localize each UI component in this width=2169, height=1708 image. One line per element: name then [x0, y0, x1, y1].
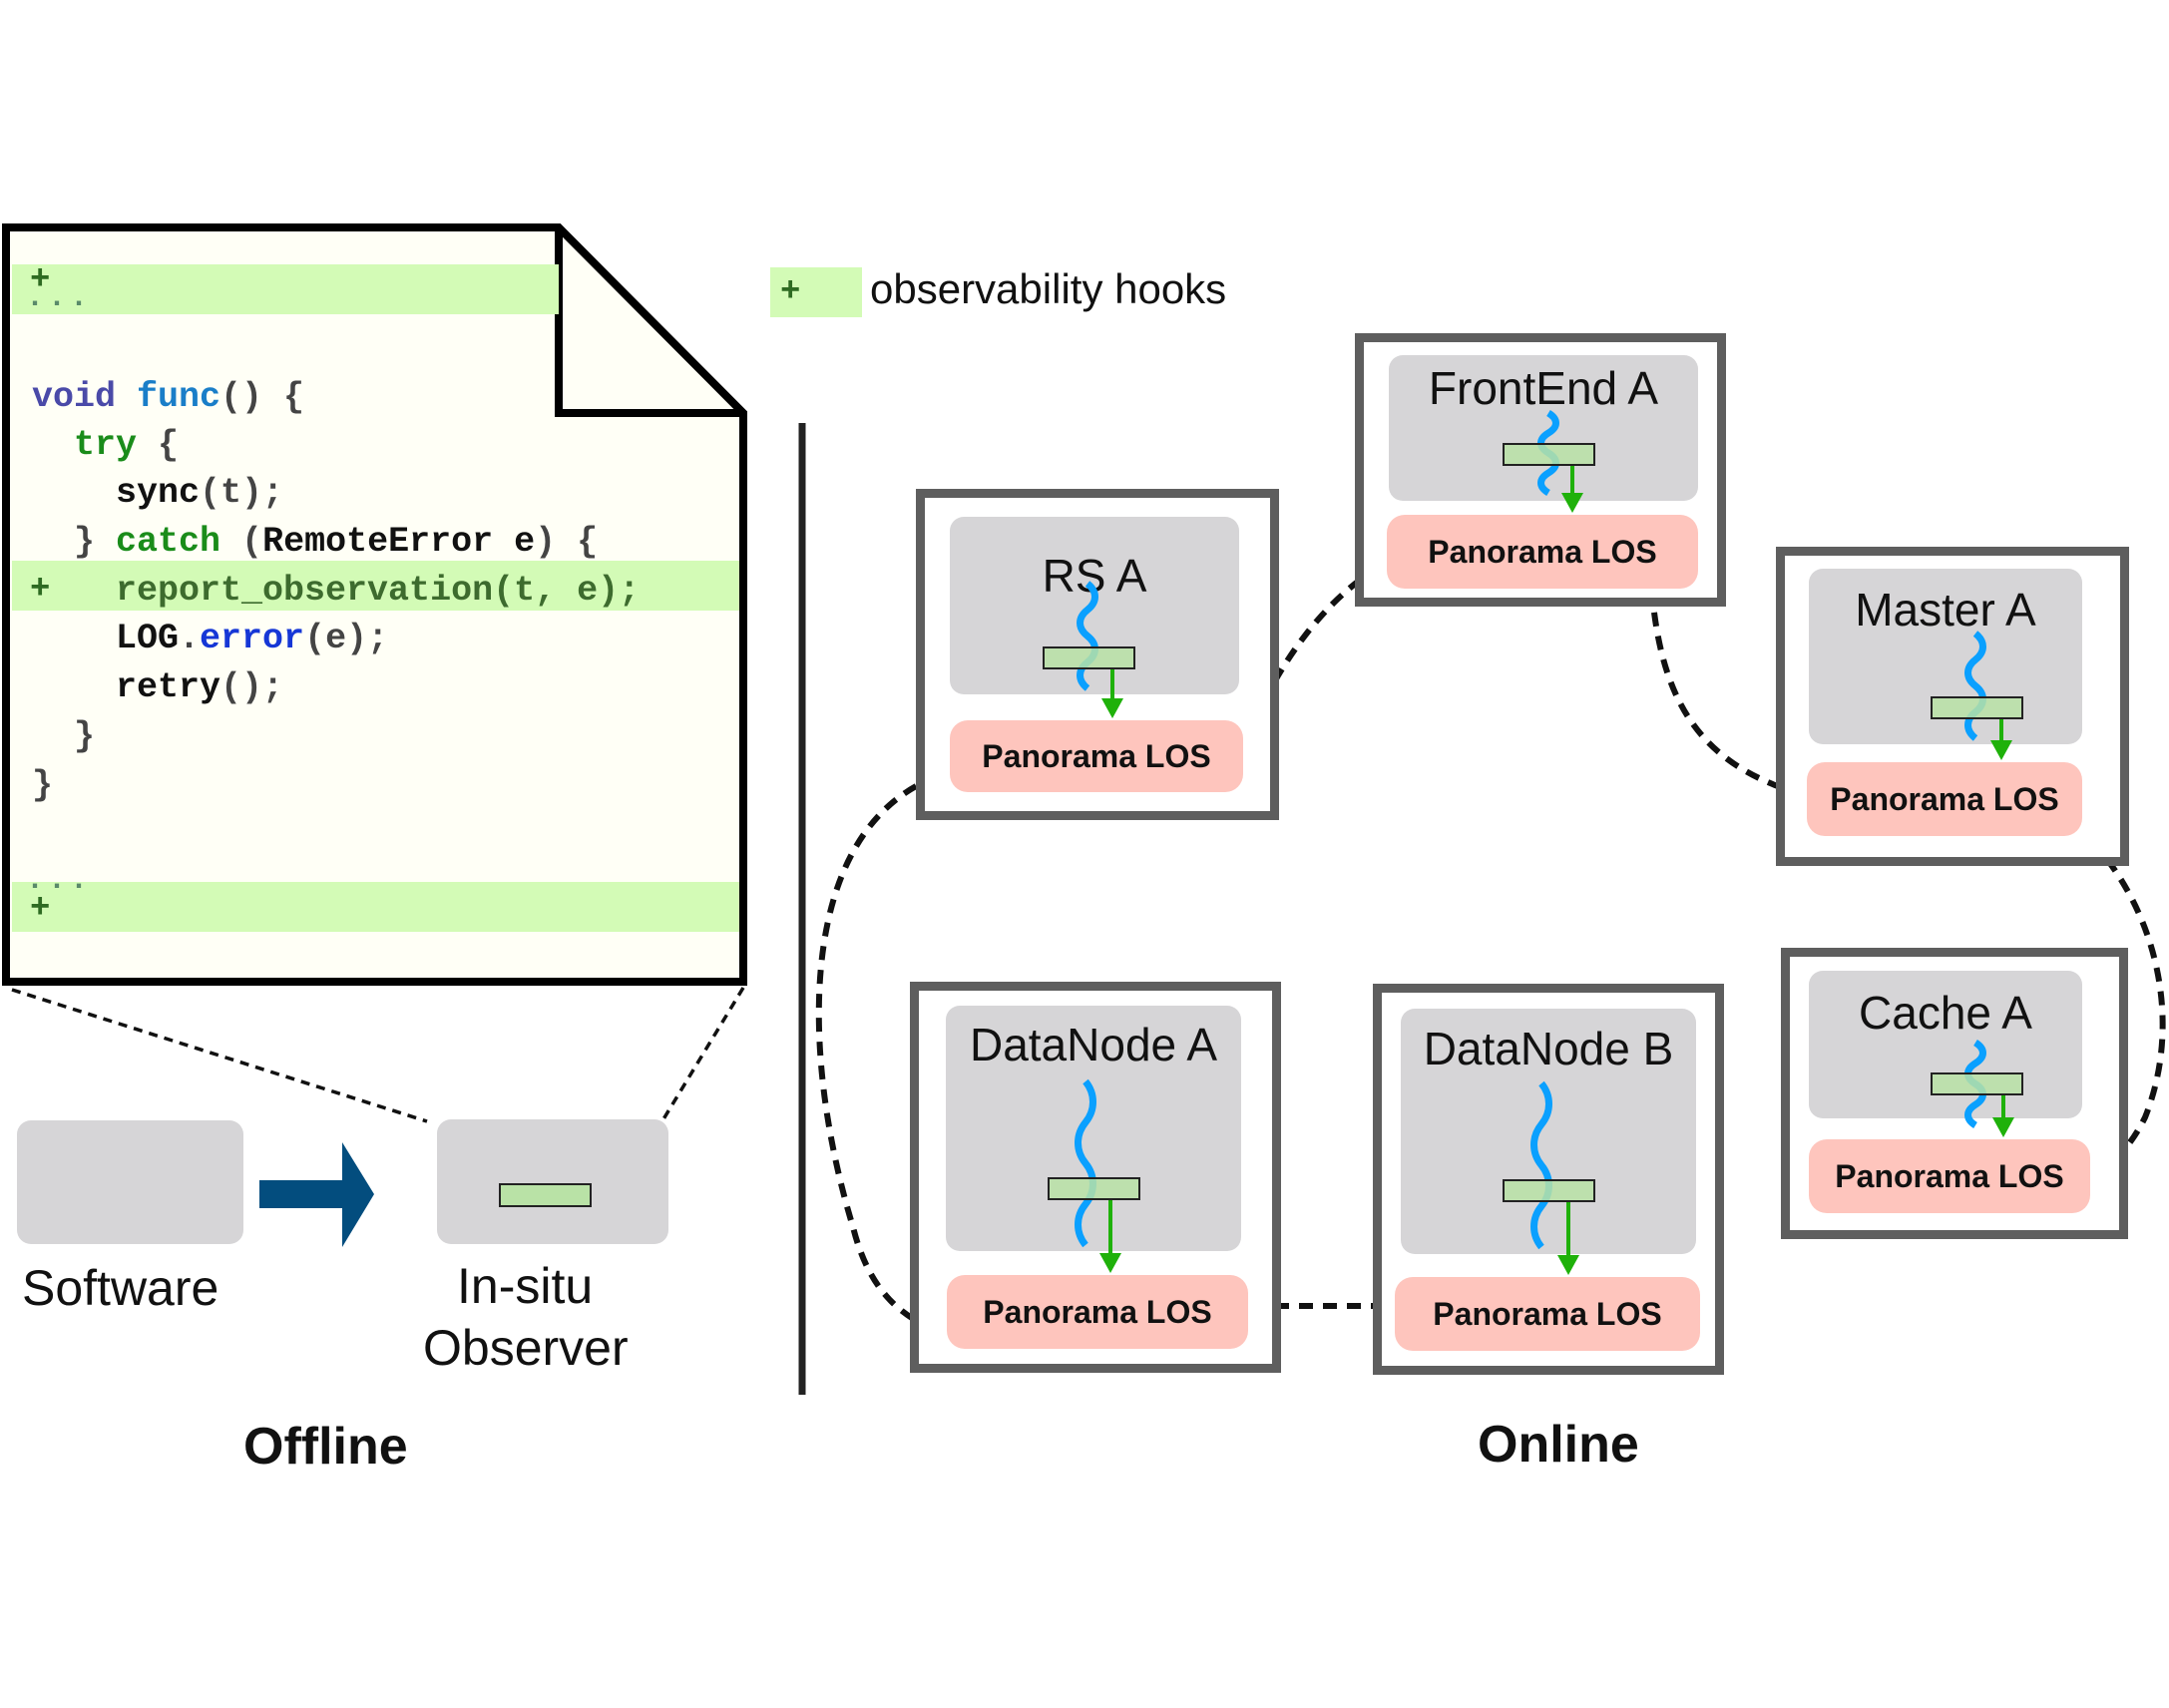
code-line: } catch (RemoteError e) { [32, 518, 598, 566]
code-hook-bottom [12, 882, 739, 932]
code-token: } [32, 716, 96, 756]
legend-label: observability hooks [870, 265, 1227, 312]
code-token: error [200, 619, 305, 658]
observer-hook-icon [1043, 646, 1135, 669]
observer-label-line2: Observer [423, 1320, 629, 1376]
observer-hook-icon [1503, 443, 1595, 466]
panorama-los-frontend-a: Panorama LOS [1387, 515, 1698, 589]
code-token: try [32, 425, 138, 465]
link-master-cache [2072, 821, 2166, 1178]
link-rs-datanode-a [815, 773, 945, 1336]
code-hook-middle [12, 561, 739, 611]
code-token: RemoteError e [262, 522, 536, 562]
code-line: } [32, 761, 53, 809]
node-title: FrontEnd A [1428, 362, 1659, 414]
code-hook-bottom-plus: + [30, 890, 51, 928]
observer-hook-icon [1503, 1179, 1595, 1202]
code-token: report_observation(t, e); [32, 571, 641, 611]
code-token: retry [32, 667, 221, 707]
code-token: { [137, 425, 180, 465]
node-title: DataNode B [1423, 1023, 1674, 1074]
node-title: Master A [1855, 584, 2036, 636]
panorama-los-master-a: Panorama LOS [1807, 762, 2082, 836]
code-token: catch [116, 522, 221, 562]
legend-plus-icon: + [780, 273, 801, 311]
code-token: (t); [200, 473, 284, 513]
node-title: RS A [1042, 550, 1147, 602]
code-line-plus: + [30, 571, 51, 609]
zoom-line-right [656, 987, 745, 1128]
transform-arrow-icon [259, 1142, 374, 1247]
code-line: void func() { [32, 373, 304, 421]
code-token: } [32, 765, 54, 805]
code-line: report_observation(t, e); [32, 567, 640, 615]
code-hook-top-plus: + [30, 261, 51, 299]
in-situ-observer-box [437, 1119, 668, 1244]
node-title: Cache A [1859, 987, 2032, 1039]
offline-section-label: Offline [243, 1418, 408, 1476]
code-token: LOG [32, 619, 180, 658]
code-token: (); [220, 667, 284, 707]
online-section-label: Online [1478, 1416, 1639, 1474]
observer-hook-icon [1931, 1072, 2023, 1095]
panorama-los-cache-a: Panorama LOS [1809, 1139, 2090, 1213]
observer-label-line1: In-situ [457, 1258, 594, 1314]
code-token: void [32, 377, 138, 417]
code-line: LOG.error(e); [32, 615, 388, 662]
code-token: () { [220, 377, 305, 417]
legend-swatch [770, 267, 862, 317]
software-box [17, 1120, 243, 1244]
code-line: sync(t); [32, 469, 283, 517]
code-token: ( [220, 522, 263, 562]
code-line: } [32, 712, 95, 760]
code-hook-bottom-dots: ... [26, 864, 93, 898]
link-frontend-master [1647, 564, 1817, 801]
code-hook-top [12, 264, 559, 314]
observer-hook-icon [1931, 696, 2023, 719]
code-token: sync [32, 473, 201, 513]
node-title: DataNode A [969, 1019, 1218, 1070]
code-token: } [32, 522, 117, 562]
code-line: retry(); [32, 663, 283, 711]
code-line: try { [32, 421, 179, 469]
panorama-los-rs-a: Panorama LOS [950, 720, 1243, 792]
observer-hook-icon [499, 1183, 592, 1207]
code-token: ) { [535, 522, 599, 562]
code-token: . [179, 619, 201, 658]
panorama-los-datanode-a: Panorama LOS [947, 1275, 1248, 1349]
software-label: Software [22, 1260, 219, 1316]
panorama-los-datanode-b: Panorama LOS [1395, 1277, 1700, 1351]
code-token: func [137, 377, 221, 417]
observer-hook-icon [1048, 1177, 1140, 1200]
code-token: (e); [304, 619, 389, 658]
code-hook-top-dots: ... [26, 281, 93, 315]
zoom-line-left [11, 988, 428, 1123]
